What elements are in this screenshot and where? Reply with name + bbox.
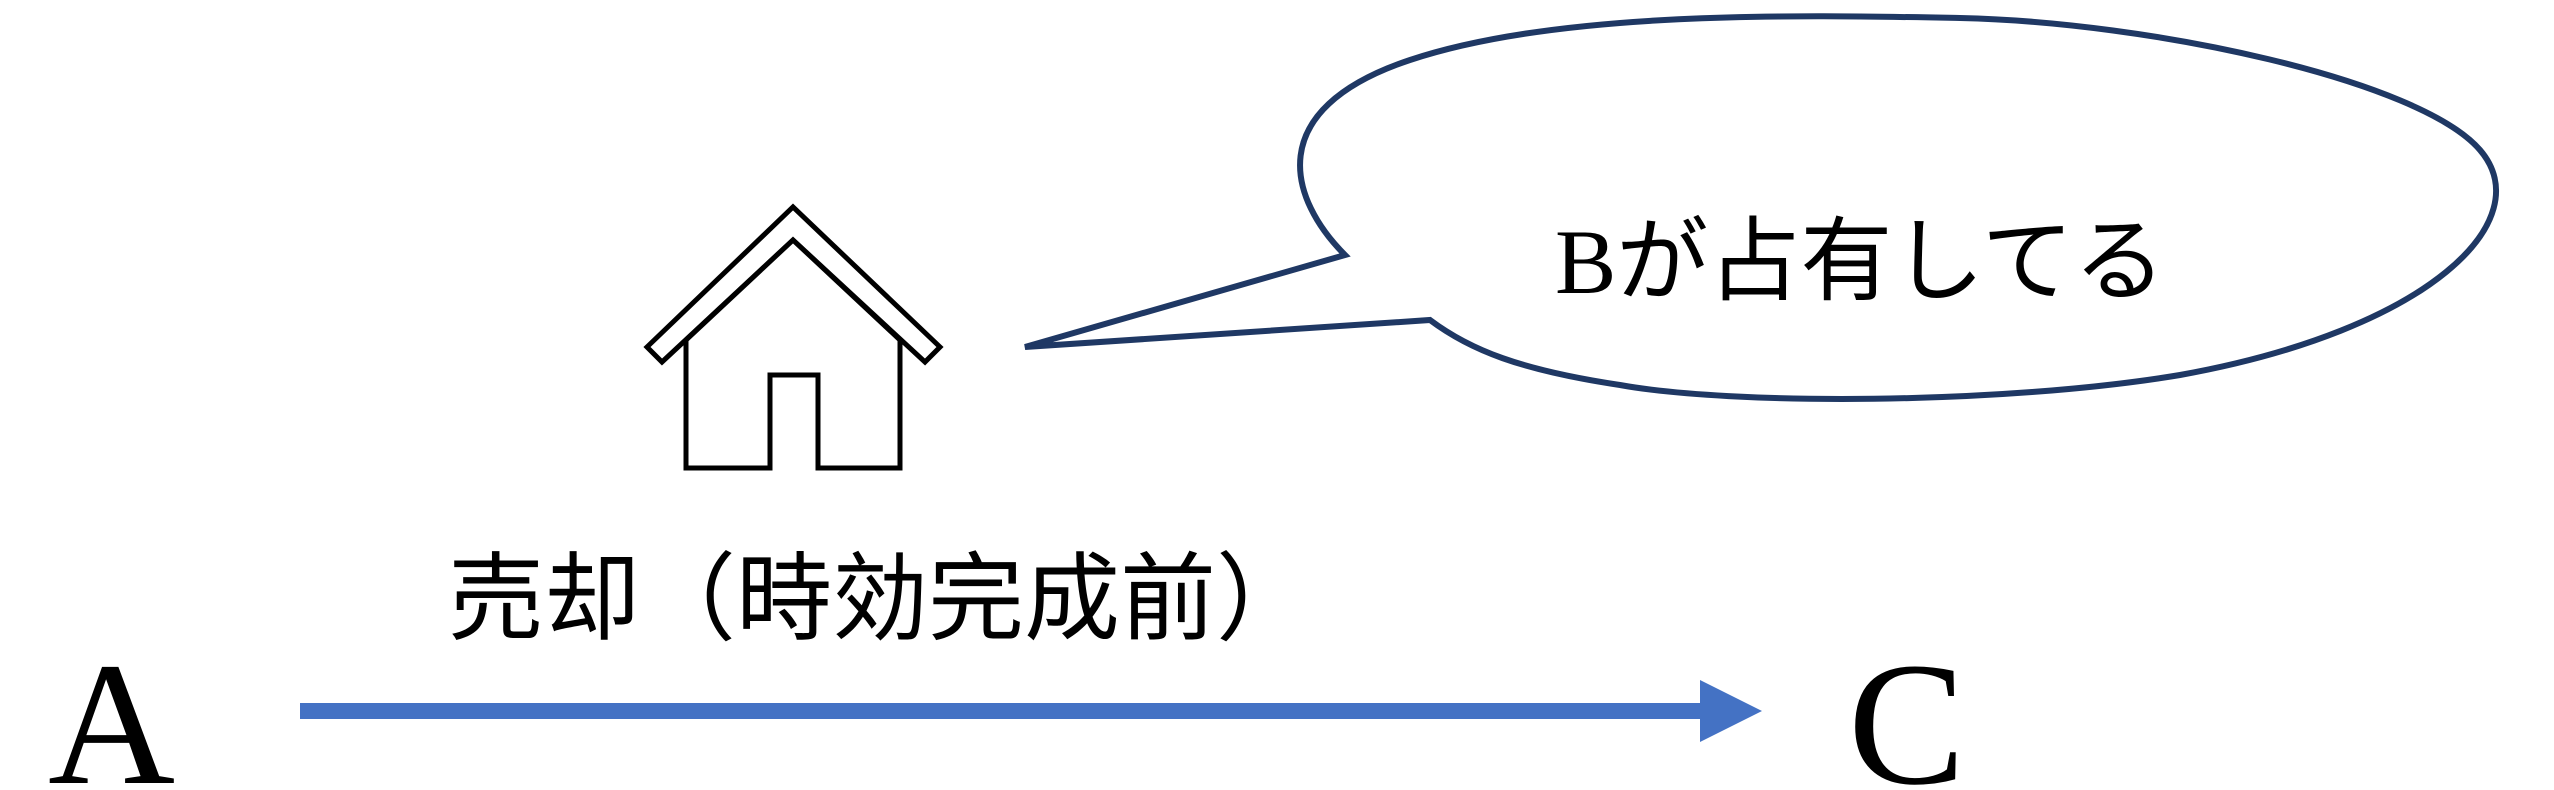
speech-bubble: Bが占有してる	[1024, 13, 2500, 402]
sale-caption: 売却（時効完成前）	[448, 546, 1312, 653]
transfer-arrow	[300, 680, 1762, 742]
arrow-head	[1700, 680, 1762, 742]
house-body	[683, 236, 903, 471]
house-icon	[643, 203, 944, 471]
party-c-label: C	[1848, 627, 1965, 790]
party-a-label: A	[48, 627, 175, 790]
speech-bubble-shape	[1024, 13, 2500, 402]
speech-text: Bが占有してる	[1555, 211, 2166, 313]
